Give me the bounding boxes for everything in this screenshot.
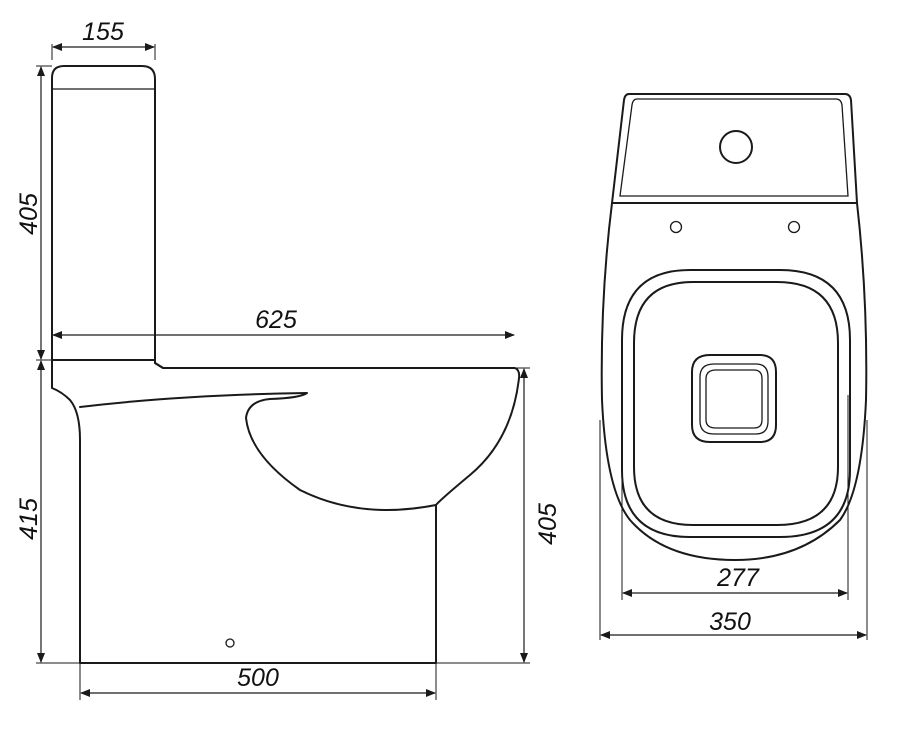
flush-button xyxy=(719,130,753,164)
dim-overall-width: 350 xyxy=(709,608,751,636)
dim-seat-width: 277 xyxy=(716,564,760,592)
bowl-rim xyxy=(79,392,437,511)
pedestal xyxy=(79,504,437,664)
dim-bowl-height-right: 405 xyxy=(534,503,562,545)
fixing-hole-side xyxy=(225,638,235,648)
drain-inner-2 xyxy=(705,369,763,429)
bowl-outline-top xyxy=(600,202,868,561)
bowl-deck xyxy=(51,359,521,506)
side-view: 155 405 625 415 405 500 xyxy=(15,18,562,700)
cistern-top xyxy=(611,93,858,204)
drain-outer xyxy=(691,354,777,443)
seat-inner xyxy=(633,281,839,526)
dim-overall-length: 625 xyxy=(255,306,297,334)
drain-inner xyxy=(699,363,769,435)
dim-base-length: 500 xyxy=(237,664,279,692)
hinge-hole-right xyxy=(787,220,801,234)
bowl-front xyxy=(51,359,81,664)
cistern-top-inner xyxy=(619,98,849,197)
cistern-side xyxy=(51,65,164,369)
seat-outer xyxy=(621,269,851,538)
dim-tank-height: 405 xyxy=(15,193,43,235)
dim-bowl-height-left: 415 xyxy=(15,498,43,540)
hinge-hole-left xyxy=(669,220,683,234)
dim-tank-depth: 155 xyxy=(82,18,124,46)
top-view: 277 350 xyxy=(599,93,868,640)
